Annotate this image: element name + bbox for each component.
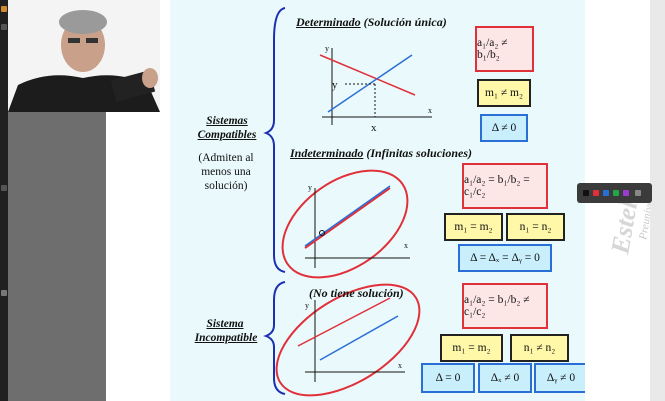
brace-incompatible <box>263 281 286 395</box>
app-icon[interactable] <box>1 6 7 12</box>
slide: y x y x y x y x Determinado (Soluci <box>170 0 588 401</box>
app-icon[interactable] <box>1 185 7 191</box>
axis-y-label: y <box>305 301 309 310</box>
cond-intercept-indeterminado: n₁ = n₂ <box>506 213 565 241</box>
scrollbar-track[interactable] <box>650 0 665 401</box>
color-green-icon[interactable] <box>613 190 619 196</box>
cond-delta-indeterminado: Δ = Δₓ = Δᵧ = 0 <box>458 244 552 272</box>
cond-slope-indeterminado: m₁ = m₂ <box>444 213 503 241</box>
presenter-image <box>8 0 160 112</box>
note-compatible-2: menos una <box>201 166 251 178</box>
cond-intercept-incompatible: n₁ ≠ n₂ <box>510 334 569 362</box>
label-compatible-2: Compatibles <box>197 129 257 141</box>
cond-deltax-incompatible: Δₓ ≠ 0 <box>478 363 532 393</box>
axis-y-label: y <box>308 183 312 192</box>
slide-graphics: y x y x y x y x <box>263 7 432 397</box>
heading-determinado: Determinado (Solución única) <box>296 15 447 29</box>
cond-ratio-indeterminado: a₁/a₂ = b₁/b₂ = c₁/c₂ <box>462 163 548 209</box>
axis-y-label: y <box>325 44 329 53</box>
cond-ratio-determinado: a₁/a₂ ≠ b₁/b₂ <box>475 26 534 72</box>
brace-compatible <box>263 7 286 273</box>
color-red-icon[interactable] <box>593 190 599 196</box>
background-panel <box>8 112 106 401</box>
cond-ratio-incompatible: a₁/a₂ = b₁/b₂ ≠ c₁/c₂ <box>462 283 548 329</box>
cond-deltay-incompatible: Δᵧ ≠ 0 <box>534 363 588 393</box>
color-blue-icon[interactable] <box>603 190 609 196</box>
axis-x-label: x <box>404 241 408 250</box>
expand-icon[interactable] <box>635 190 641 196</box>
cond-slope-determinado: m₁ ≠ m₂ <box>477 79 531 107</box>
app-icon[interactable] <box>1 24 7 30</box>
note-compatible-3: solución) <box>204 180 248 192</box>
heading-indeterminado: Indeterminado (Infinitas soluciones) <box>290 146 473 160</box>
cond-delta-determinado: Δ ≠ 0 <box>480 114 528 142</box>
axis-x-label: x <box>398 361 402 370</box>
app-icon[interactable] <box>1 290 7 296</box>
color-black-icon[interactable] <box>583 190 589 196</box>
left-taskbar <box>0 0 8 401</box>
heading-no-solution: (No tiene solución) <box>309 286 404 300</box>
cond-delta-incompatible: Δ = 0 <box>421 363 475 393</box>
axis-x-label: x <box>428 106 432 115</box>
graph-incompatible: y x <box>275 283 421 397</box>
webcam-feed <box>8 0 160 112</box>
red-line <box>319 54 416 96</box>
color-purple-icon[interactable] <box>623 190 629 196</box>
cond-slope-incompatible: m₁ = m₂ <box>440 334 503 362</box>
annotation-toolbar <box>577 183 652 203</box>
label-incompatible-1: Sistema <box>206 318 244 330</box>
graph-indeterminado: y x <box>281 169 410 279</box>
intersection-y: y <box>332 79 338 91</box>
label-incompatible-2: Incompatible <box>194 332 258 344</box>
label-compatible-1: Sistemas <box>206 115 248 127</box>
note-compatible-1: (Admiten al <box>198 152 254 164</box>
graph-determinado: y x y x <box>319 44 432 134</box>
intersection-x: x <box>371 122 377 134</box>
